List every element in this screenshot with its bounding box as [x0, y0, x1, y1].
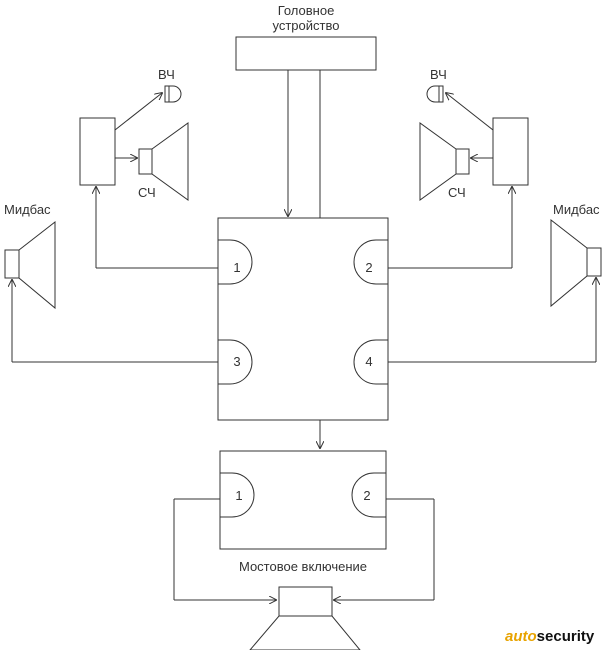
amp2-channel-2-terminal	[351, 472, 386, 518]
mid-left-magnet	[138, 148, 153, 175]
head-unit-label-line2: устройство	[273, 18, 340, 33]
midbass-left-speaker-icon	[18, 220, 56, 310]
midbass-right-magnet	[586, 247, 602, 277]
amplifier-2ch-box	[219, 450, 387, 550]
amp2-channel-2-label: 2	[363, 488, 370, 503]
amp1-channel-4-label: 4	[365, 354, 372, 369]
line-crossover-to-tweeter-right	[446, 93, 494, 131]
amp1-channel-1-label: 1	[233, 260, 240, 275]
midbass-left-label: Мидбас	[4, 202, 51, 217]
amp2-channel-1-terminal	[220, 472, 255, 518]
amp1-channel-2-label: 2	[365, 260, 372, 275]
mid-left-speaker-icon	[151, 122, 189, 201]
amp1-channel-4-terminal	[353, 339, 388, 385]
mid-right-speaker-icon	[419, 122, 457, 201]
amp1-channel-2-terminal	[353, 239, 388, 285]
autosecurity-logo: autosecurity	[505, 628, 594, 645]
amplifier-4ch-box	[217, 217, 389, 421]
mid-right-label: СЧ	[448, 185, 466, 200]
midbass-left-magnet	[4, 249, 20, 279]
midbass-right-speaker-icon	[550, 218, 588, 308]
tweeter-right-label: ВЧ	[430, 67, 447, 82]
crossover-left-box	[79, 117, 116, 186]
subwoofer-speaker-icon	[248, 615, 362, 651]
amp2-channel-1-label: 1	[235, 488, 242, 503]
head-unit-box	[235, 36, 377, 71]
amp1-channel-3-label: 3	[233, 354, 240, 369]
bridge-label: Мостовое включение	[239, 559, 367, 574]
amp1-channel-1-terminal	[218, 239, 253, 285]
tweeter-left-label: ВЧ	[158, 67, 175, 82]
tweeter-left-icon	[164, 85, 182, 103]
logo-part-auto: auto	[505, 628, 537, 645]
tweeter-right-icon	[426, 85, 444, 103]
mid-left-label: СЧ	[138, 185, 156, 200]
amp1-channel-3-terminal	[218, 339, 253, 385]
line-crossover-to-tweeter-left	[114, 93, 162, 131]
mid-right-magnet	[455, 148, 470, 175]
logo-part-security: security	[536, 628, 595, 645]
crossover-right-box	[492, 117, 529, 186]
midbass-right-label: Мидбас	[553, 202, 600, 217]
head-unit-label-line1: Головное	[278, 3, 335, 18]
subwoofer-magnet	[278, 586, 333, 617]
